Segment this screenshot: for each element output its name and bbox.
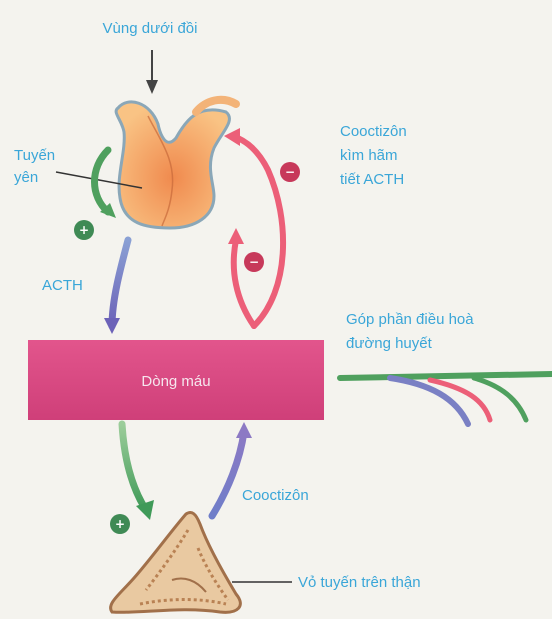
inhibit-arrow-inner bbox=[228, 228, 254, 326]
regulate-label-line2: đường huyết bbox=[346, 335, 433, 352]
regulation-branches bbox=[340, 374, 552, 424]
svg-text:−: − bbox=[285, 165, 295, 179]
pituitary-gland bbox=[116, 100, 236, 228]
negative-sign-inner: − bbox=[244, 252, 264, 272]
regulate-label-line1: Góp phần điều hoà bbox=[346, 311, 474, 328]
stimulate-arrow-adrenal bbox=[122, 424, 154, 520]
positive-sign-adrenal: + bbox=[110, 514, 130, 534]
adrenal-label: Vỏ tuyến trên thận bbox=[298, 574, 421, 591]
hypothalamus-arrow bbox=[146, 50, 158, 94]
cortisol-label: Cooctizôn bbox=[242, 487, 309, 504]
inhibit-label-line3: tiết ACTH bbox=[340, 171, 404, 188]
adrenal-gland bbox=[111, 512, 241, 612]
bloodstream-label: Dòng máu bbox=[141, 373, 210, 390]
inhibit-arrow-outer bbox=[224, 128, 283, 326]
pituitary-label-line2: yên bbox=[14, 169, 38, 186]
inhibit-label-line2: kìm hãm bbox=[340, 147, 398, 164]
svg-text:−: − bbox=[249, 255, 259, 269]
svg-text:+: + bbox=[115, 517, 125, 531]
hypothalamus-label: Vùng dưới đồi bbox=[103, 20, 198, 37]
negative-sign-outer: − bbox=[280, 162, 300, 182]
acth-arrow bbox=[104, 240, 128, 334]
svg-text:+: + bbox=[79, 223, 89, 237]
acth-label: ACTH bbox=[42, 277, 83, 294]
pituitary-label-line1: Tuyến bbox=[14, 147, 55, 164]
stimulate-arrow-pituitary bbox=[95, 150, 117, 218]
positive-sign-pituitary: + bbox=[74, 220, 94, 240]
inhibit-label-line1: Cooctizôn bbox=[340, 123, 407, 140]
